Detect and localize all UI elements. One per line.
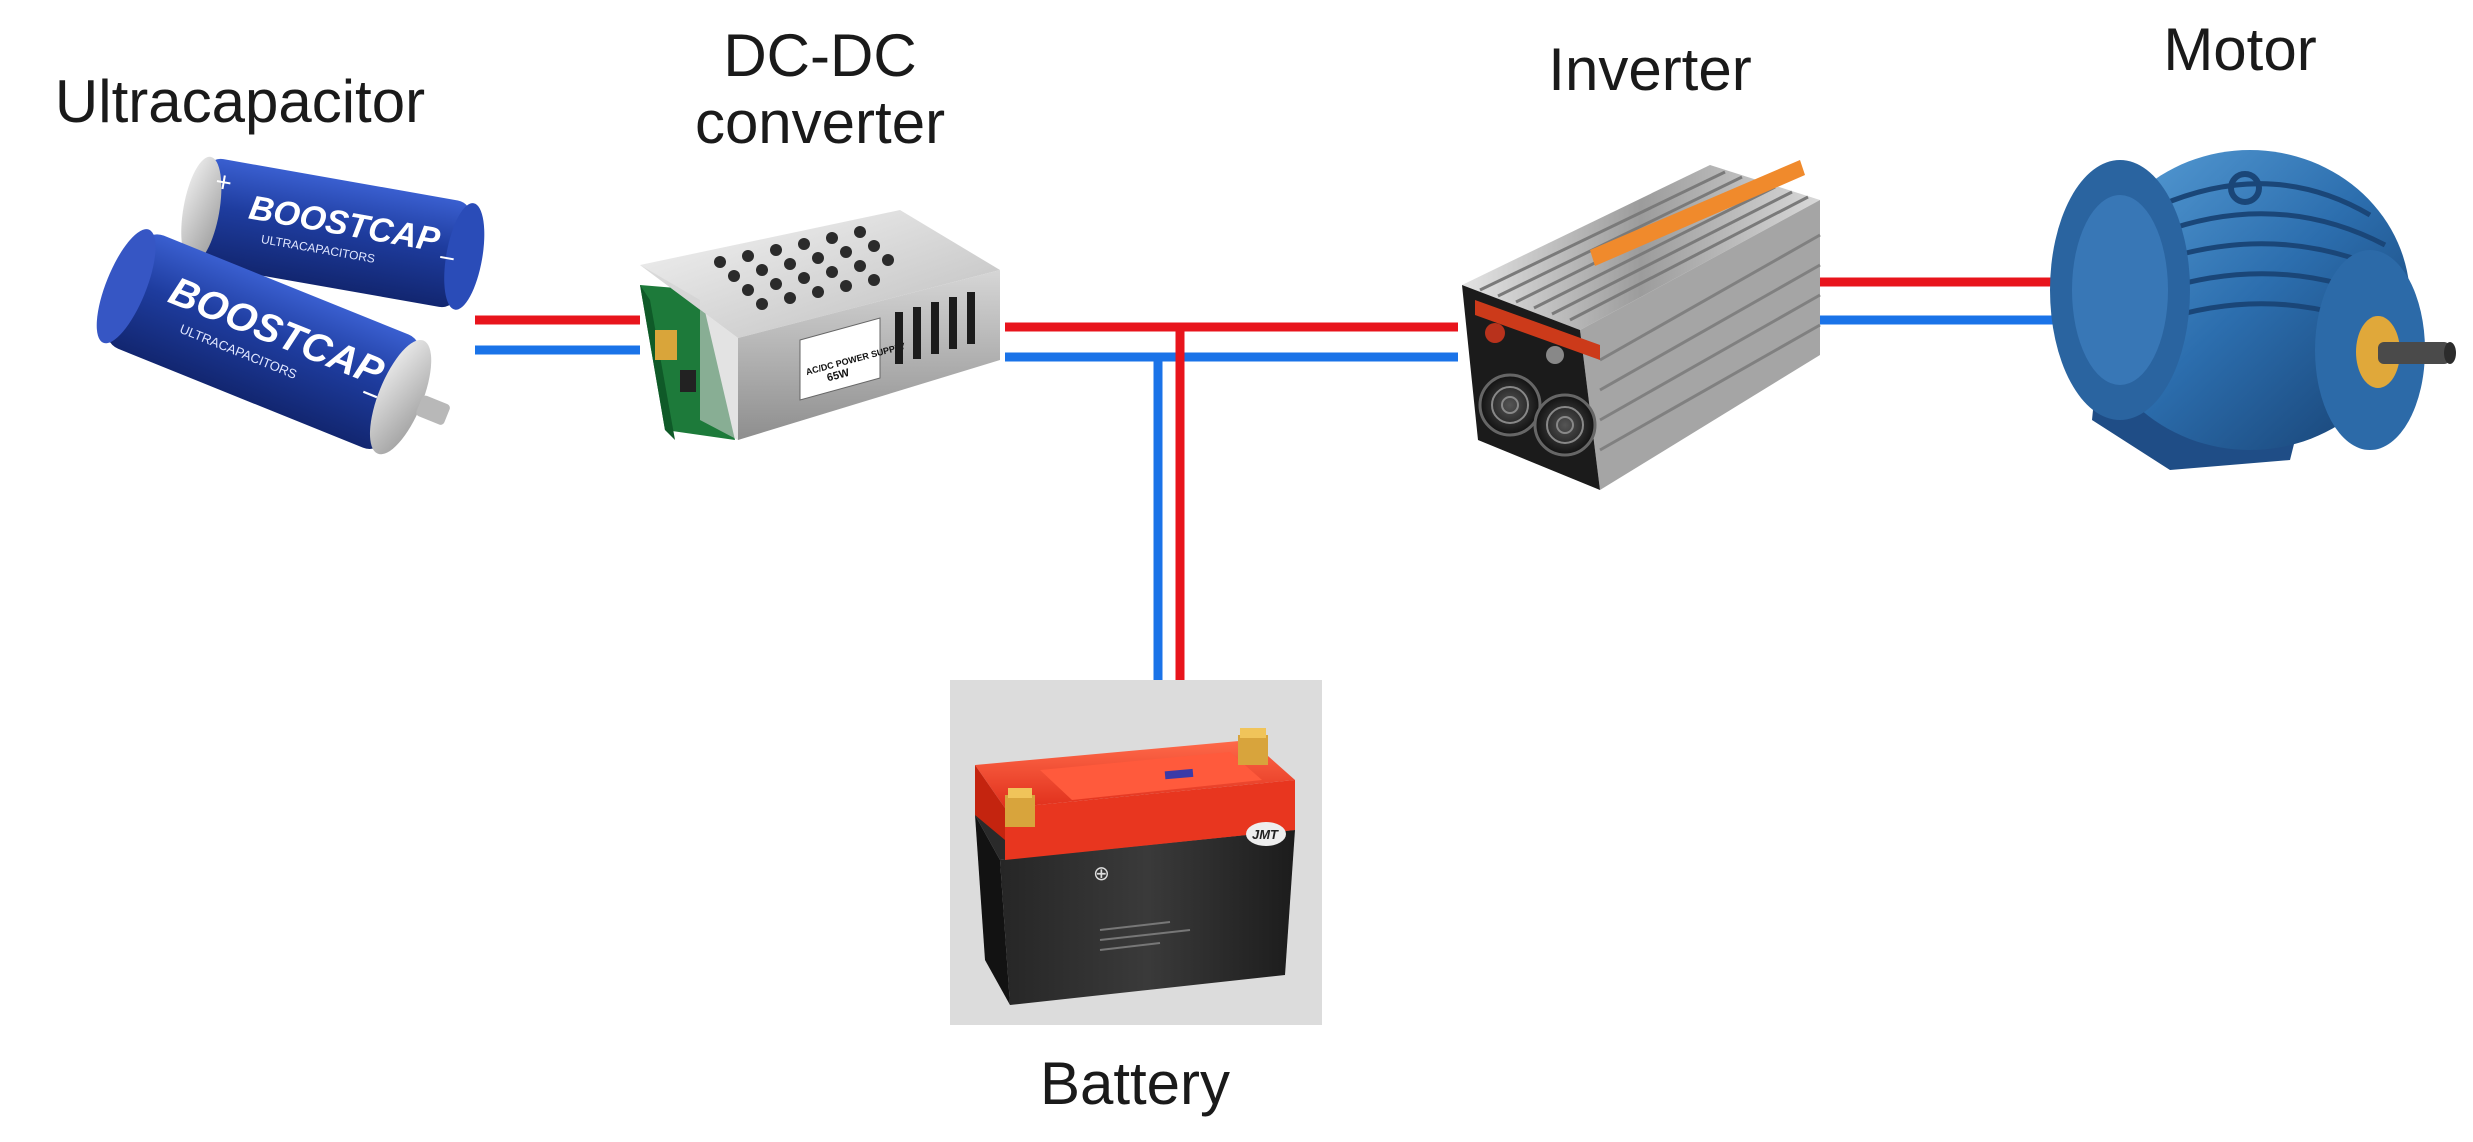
battery-label-text: Battery <box>1039 1050 1231 1117</box>
battery-plus-mark: ⊕ <box>1093 861 1110 885</box>
battery-label: Battery <box>985 1050 1285 1117</box>
wires <box>475 277 2092 685</box>
motor-label-text: Motor <box>2163 16 2317 83</box>
inverter-fans <box>1478 373 1597 457</box>
dcdc-vent-holes <box>714 226 894 310</box>
battery-image: ⊕ JMT <box>950 680 1322 1025</box>
ultracap-back-minus: − <box>436 241 457 274</box>
ultracapacitor-label: Ultracapacitor <box>30 68 450 135</box>
inverter-image <box>1462 160 1821 490</box>
ultracap-cell-back: BOOSTCAP ULTRACAPACITORS + − <box>181 156 485 310</box>
ultracapacitor-label-text: Ultracapacitor <box>54 68 426 135</box>
ultracap-back-plus: + <box>213 165 234 198</box>
dcdc-converter-label: DC-DC converter <box>640 22 1000 156</box>
battery-terminals <box>1005 728 1268 827</box>
motor-image <box>2050 150 2456 470</box>
dcdc-label-line1: DC-DC <box>723 22 917 89</box>
ultracap-cell-front: BOOSTCAP ULTRACAPACITORS − <box>96 229 450 455</box>
ultracapacitor-image: BOOSTCAP ULTRACAPACITORS + − BOOSTCAP UL… <box>96 156 485 455</box>
dcdc-plate-power: 65W <box>826 367 852 385</box>
inverter-label-text: Inverter <box>1548 36 1752 103</box>
dcdc-label-line2: converter <box>694 89 946 157</box>
battery-brand: JMT <box>1252 827 1279 842</box>
dcdc-side-slots <box>895 292 975 364</box>
dcdc-converter-image: AC/DC POWER SUPPLY 65W <box>640 210 1000 440</box>
motor-label: Motor <box>2120 16 2360 83</box>
inverter-label: Inverter <box>1500 36 1800 103</box>
